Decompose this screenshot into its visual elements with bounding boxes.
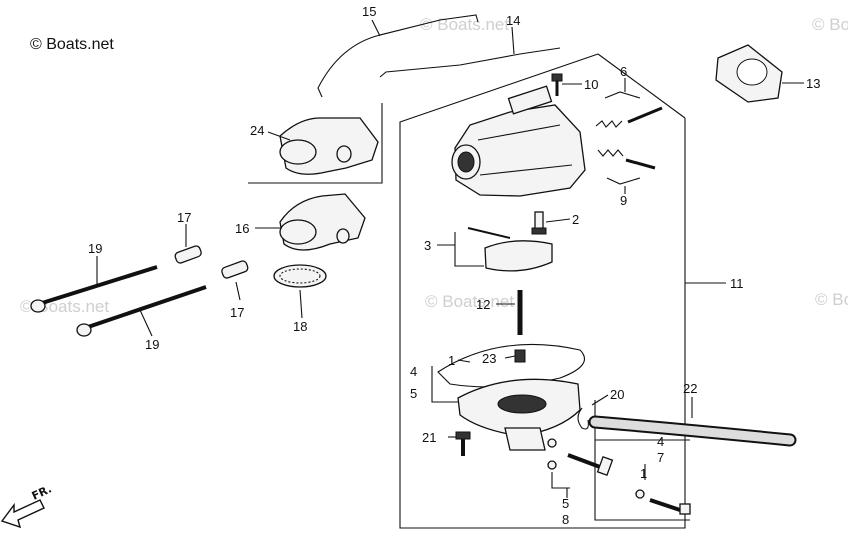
long-bolt-19 xyxy=(76,285,207,337)
callout-19: 19 xyxy=(88,241,102,256)
callout-13: 13 xyxy=(806,76,820,91)
collar-17 xyxy=(174,245,202,264)
callout-10: 10 xyxy=(584,77,598,92)
callout-11: 11 xyxy=(730,276,744,291)
elbow-port xyxy=(279,139,317,165)
callout-5: 5 xyxy=(562,496,569,511)
callout-7: 7 xyxy=(657,450,664,465)
washer xyxy=(635,489,645,499)
drain-bolt-8 xyxy=(567,453,614,477)
main-jet-2 xyxy=(531,211,547,235)
callout-20: 20 xyxy=(610,387,624,402)
fuel-hose-22 xyxy=(588,415,797,447)
watermark: © Boats.net xyxy=(815,290,848,309)
callout-labels: 15 14 10 6 13 24 9 17 2 16 19 3 11 12 17… xyxy=(88,4,820,527)
throttle-rod xyxy=(317,14,479,98)
callout-15: 15 xyxy=(362,4,376,19)
filter-screen xyxy=(273,264,327,288)
callout-4: 4 xyxy=(410,364,417,379)
elbow-mount-hole xyxy=(336,228,350,244)
carburetor-body xyxy=(454,104,586,197)
screw-spring-6 xyxy=(595,106,663,128)
hose-clip-20 xyxy=(577,407,589,430)
drain-screw-21 xyxy=(455,431,471,456)
elbow-bracket xyxy=(248,103,383,184)
callout-21: 21 xyxy=(422,430,436,445)
callout-1: 1 xyxy=(448,353,455,368)
callout-24: 24 xyxy=(250,123,264,138)
callout-17: 17 xyxy=(230,305,244,320)
long-bolt-19 xyxy=(30,265,158,313)
callout-1: 1 xyxy=(640,466,647,481)
watermark: © Boats.net xyxy=(420,15,509,34)
washer xyxy=(547,438,557,448)
callout-16: 16 xyxy=(235,221,249,236)
elbow-port xyxy=(279,219,317,245)
choke-rod xyxy=(379,47,561,78)
callout-4: 4 xyxy=(657,434,664,449)
callout-12: 12 xyxy=(476,297,490,312)
watermark: © Boats.net xyxy=(812,15,848,34)
jet-23 xyxy=(514,349,526,363)
screw-spring-9 xyxy=(597,149,656,170)
callout-22: 22 xyxy=(683,381,697,396)
collar-17 xyxy=(221,260,249,279)
callout-2: 2 xyxy=(572,212,579,227)
assembly-bracket xyxy=(597,53,686,119)
pilot-screw xyxy=(649,498,691,515)
callout-23: 23 xyxy=(482,351,496,366)
callout-19: 19 xyxy=(145,337,159,352)
callout-8: 8 xyxy=(562,512,569,527)
callout-14: 14 xyxy=(506,13,520,28)
callout-17: 17 xyxy=(177,210,191,225)
callout-18: 18 xyxy=(293,319,307,334)
carb-top-lever xyxy=(507,85,553,115)
callout-6: 6 xyxy=(620,64,627,79)
elbow-mount-hole xyxy=(336,145,352,163)
watermark: © Boats.net xyxy=(425,292,514,311)
assembly-bracket xyxy=(399,53,686,529)
callout-3: 3 xyxy=(424,238,431,253)
washer xyxy=(547,460,557,470)
direction-label: FR. xyxy=(30,482,54,502)
float-3 xyxy=(467,227,553,272)
screw-10 xyxy=(551,73,563,96)
callout-9: 9 xyxy=(620,193,627,208)
front-direction-arrow: FR. xyxy=(0,482,54,529)
callout-5: 5 xyxy=(410,386,417,401)
copyright-label: © Boats.net xyxy=(30,36,114,53)
